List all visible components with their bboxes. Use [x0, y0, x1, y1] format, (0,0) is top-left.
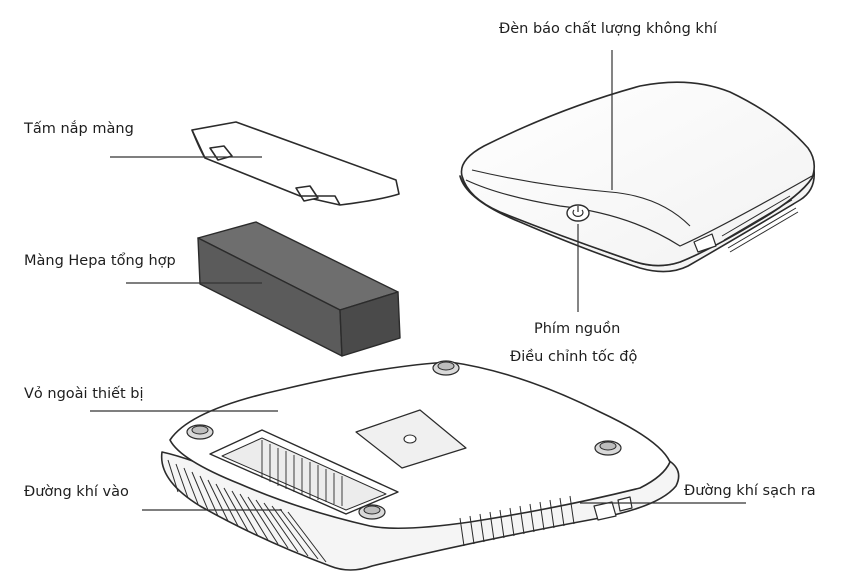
filter-side-face	[339, 291, 401, 357]
side-vent-grille	[721, 195, 799, 253]
label-device-shell: Vỏ ngoài thiết bị	[24, 386, 144, 402]
label-hepa-filter: Màng Hepa tổng hợp	[24, 253, 176, 269]
label-power-button: Phím nguồn	[534, 321, 621, 337]
label-air-quality-light: Đèn báo chất lượng không khí	[499, 21, 718, 37]
power-button-icon	[566, 204, 590, 222]
hepa-filter-block	[197, 221, 401, 357]
label-cover-plate: Tấm nắp màng	[24, 121, 134, 137]
label-clean-air-outlet: Đường khí sạch ra	[684, 483, 816, 499]
outlet-vent-grille	[459, 495, 575, 547]
label-air-inlet: Đường khí vào	[24, 484, 129, 500]
purifier-assembled-top	[459, 81, 816, 273]
label-speed-control: Điều chỉnh tốc độ	[510, 349, 638, 365]
inlet-vent-grille	[167, 459, 327, 563]
callout-lines	[90, 50, 746, 511]
filter-cover-plate	[191, 121, 400, 206]
device-shell-bottom	[160, 360, 680, 571]
